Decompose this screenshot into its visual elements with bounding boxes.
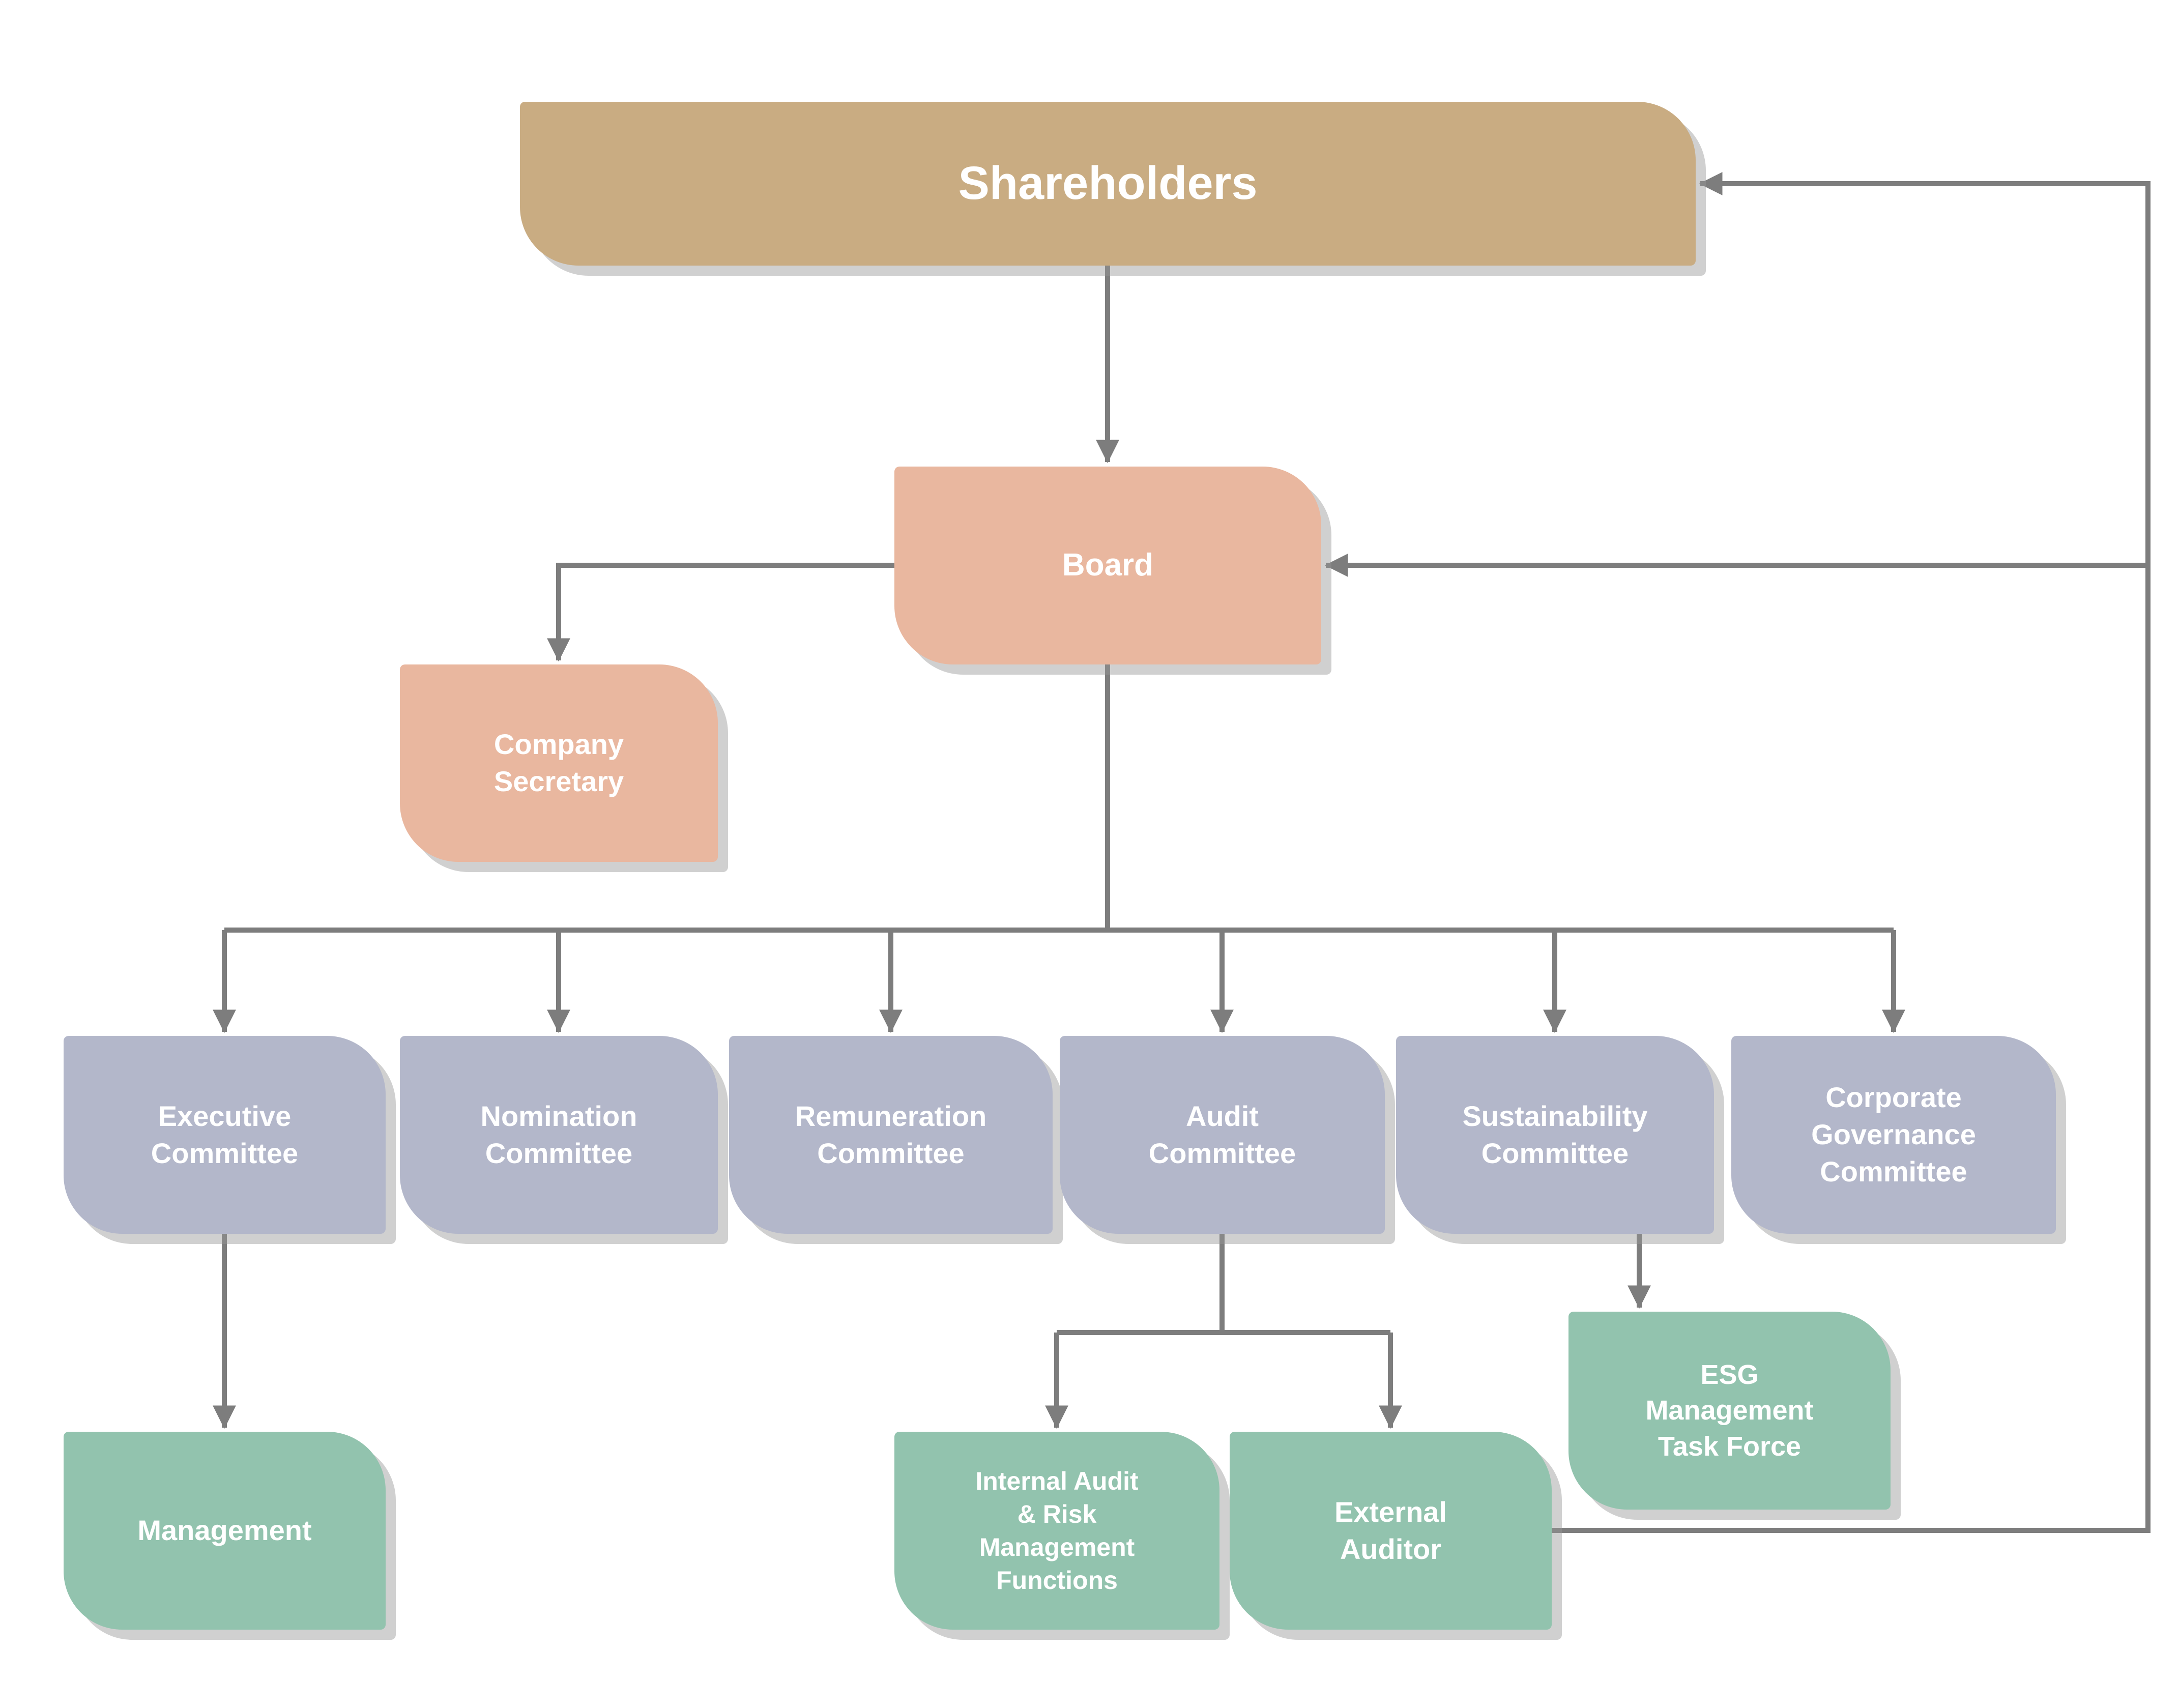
node-management: Management bbox=[64, 1432, 386, 1630]
node-nomination-committee: Nomination Committee bbox=[400, 1036, 718, 1234]
node-remuneration-committee: Remuneration Committee bbox=[729, 1036, 1053, 1234]
node-nomination-committee-label: Nomination Committee bbox=[480, 1099, 637, 1169]
node-sustainability-committee: Sustainability Committee bbox=[1396, 1036, 1714, 1234]
node-esg-management-task-force-label: ESG Management Task Force bbox=[1645, 1359, 1814, 1462]
node-external-auditor-label: External Auditor bbox=[1334, 1495, 1447, 1565]
node-internal-audit-risk-management: Internal Audit & Risk Management Functio… bbox=[894, 1432, 1219, 1630]
node-internal-audit-risk-management-label: Internal Audit & Risk Management Functio… bbox=[975, 1466, 1139, 1595]
node-company-secretary: Company Secretary bbox=[400, 664, 718, 862]
node-shareholders: Shareholders bbox=[520, 102, 1696, 266]
node-corporate-governance-committee-label: Corporate Governance Committee bbox=[1811, 1081, 1976, 1188]
node-executive-committee-label: Executive Committee bbox=[151, 1099, 299, 1169]
node-management-label: Management bbox=[137, 1514, 312, 1547]
node-corporate-governance-committee: Corporate Governance Committee bbox=[1731, 1036, 2056, 1234]
node-external-auditor: External Auditor bbox=[1230, 1432, 1552, 1630]
edge-board-company-secretary bbox=[547, 563, 894, 662]
edge-feedback-shareholders bbox=[1552, 172, 2151, 1533]
node-sustainability-committee-label: Sustainability Committee bbox=[1462, 1099, 1648, 1169]
node-company-secretary-label: Company Secretary bbox=[493, 728, 624, 797]
node-audit-committee-label: Audit Committee bbox=[1148, 1099, 1296, 1169]
node-esg-management-task-force: ESG Management Task Force bbox=[1568, 1312, 1891, 1510]
node-board: Board bbox=[894, 467, 1321, 664]
node-audit-committee: Audit Committee bbox=[1060, 1036, 1385, 1234]
node-executive-committee: Executive Committee bbox=[64, 1036, 386, 1234]
node-board-label: Board bbox=[1062, 547, 1154, 583]
node-shareholders-label: Shareholders bbox=[958, 157, 1258, 210]
node-remuneration-committee-label: Remuneration Committee bbox=[795, 1099, 987, 1169]
